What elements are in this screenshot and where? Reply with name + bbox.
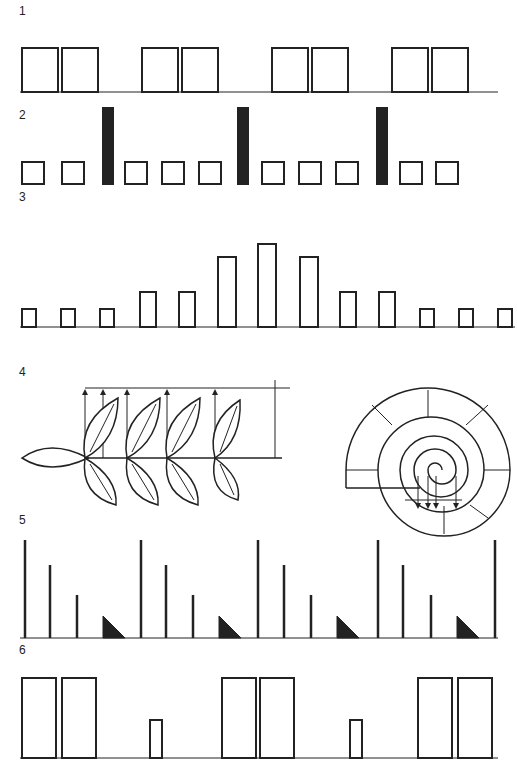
row-1	[20, 48, 498, 92]
row-5	[20, 540, 498, 638]
row-number: 4	[18, 365, 27, 379]
row-6	[20, 678, 498, 758]
row-number: 1	[18, 4, 27, 18]
row-3	[20, 244, 515, 327]
row-number: 2	[18, 108, 27, 122]
row-number: 3	[18, 190, 27, 204]
row-2	[22, 108, 458, 184]
row-4-nautilus	[346, 388, 510, 536]
row-number: 5	[18, 513, 27, 527]
row-4-leaf	[22, 380, 290, 505]
row-number: 6	[18, 643, 27, 657]
